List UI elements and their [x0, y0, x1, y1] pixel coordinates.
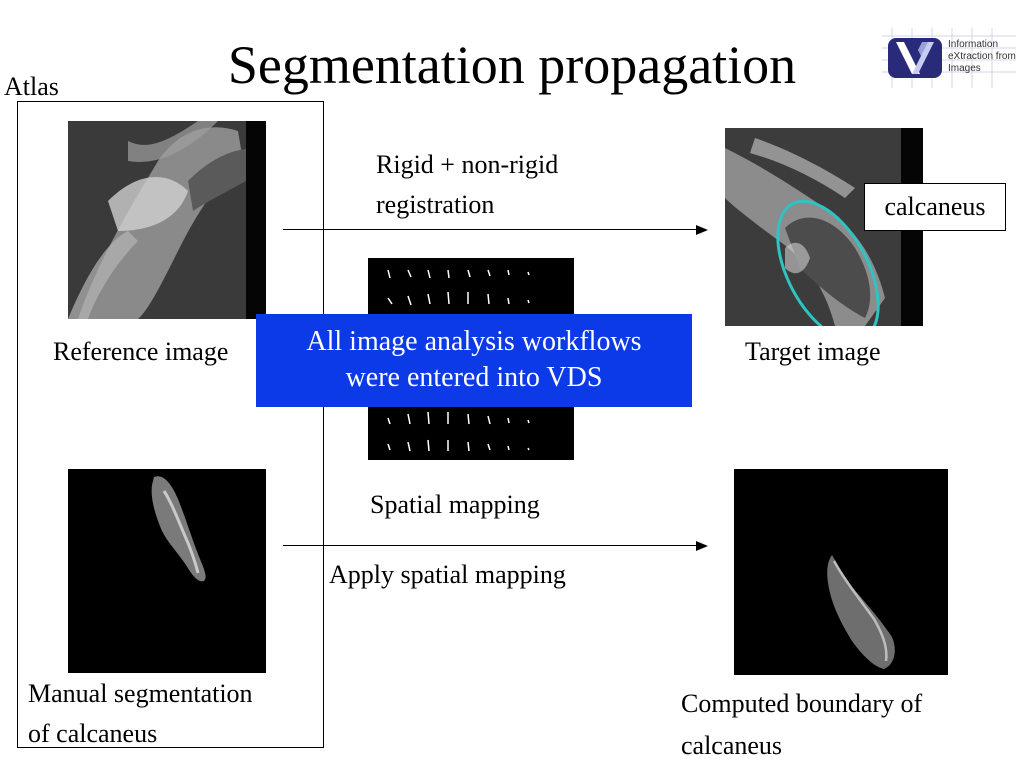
manual-segmentation-label-line1: Manual segmentation — [28, 679, 253, 708]
reference-image — [68, 121, 266, 319]
manual-segmentation-label-line2: of calcaneus — [28, 719, 158, 748]
apply-mapping-arrow-line — [283, 545, 696, 546]
registration-arrow-line — [283, 229, 696, 230]
vds-banner-line2: were entered into VDS — [345, 362, 603, 393]
atlas-label: Atlas — [4, 72, 59, 101]
target-image-label: Target image — [745, 337, 881, 366]
spatial-mapping-label: Spatial mapping — [370, 490, 540, 519]
computed-boundary-label-line1: Computed boundary of — [681, 689, 923, 718]
logo-text-line1: Information — [948, 39, 999, 50]
ixi-logo-mark — [882, 28, 1016, 88]
apply-mapping-arrowhead-icon — [696, 541, 708, 551]
logo-text-line3: Images — [948, 63, 981, 74]
logo-text-line2: eXtraction from — [948, 51, 1016, 62]
computed-boundary-image — [734, 469, 948, 675]
atlas-box — [17, 101, 324, 748]
apply-spatial-mapping-label: Apply spatial mapping — [329, 560, 566, 589]
registration-label-line2: registration — [376, 190, 495, 219]
calcaneus-ellipse — [776, 199, 880, 326]
computed-boundary-label-line2: calcaneus — [681, 731, 783, 760]
registration-arrowhead-icon — [696, 225, 708, 235]
ixi-logo: Information eXtraction from Images — [882, 28, 1016, 88]
slide-title: Segmentation propagation — [227, 35, 797, 95]
vds-banner-line1: All image analysis workflows — [306, 326, 642, 357]
calcaneus-callout: calcaneus — [864, 183, 1006, 231]
registration-label-line1: Rigid + non-rigid — [376, 150, 559, 179]
vds-banner: All image analysis workflows were entere… — [256, 314, 692, 407]
reference-image-label: Reference image — [53, 337, 229, 366]
manual-segmentation-image — [68, 469, 266, 673]
